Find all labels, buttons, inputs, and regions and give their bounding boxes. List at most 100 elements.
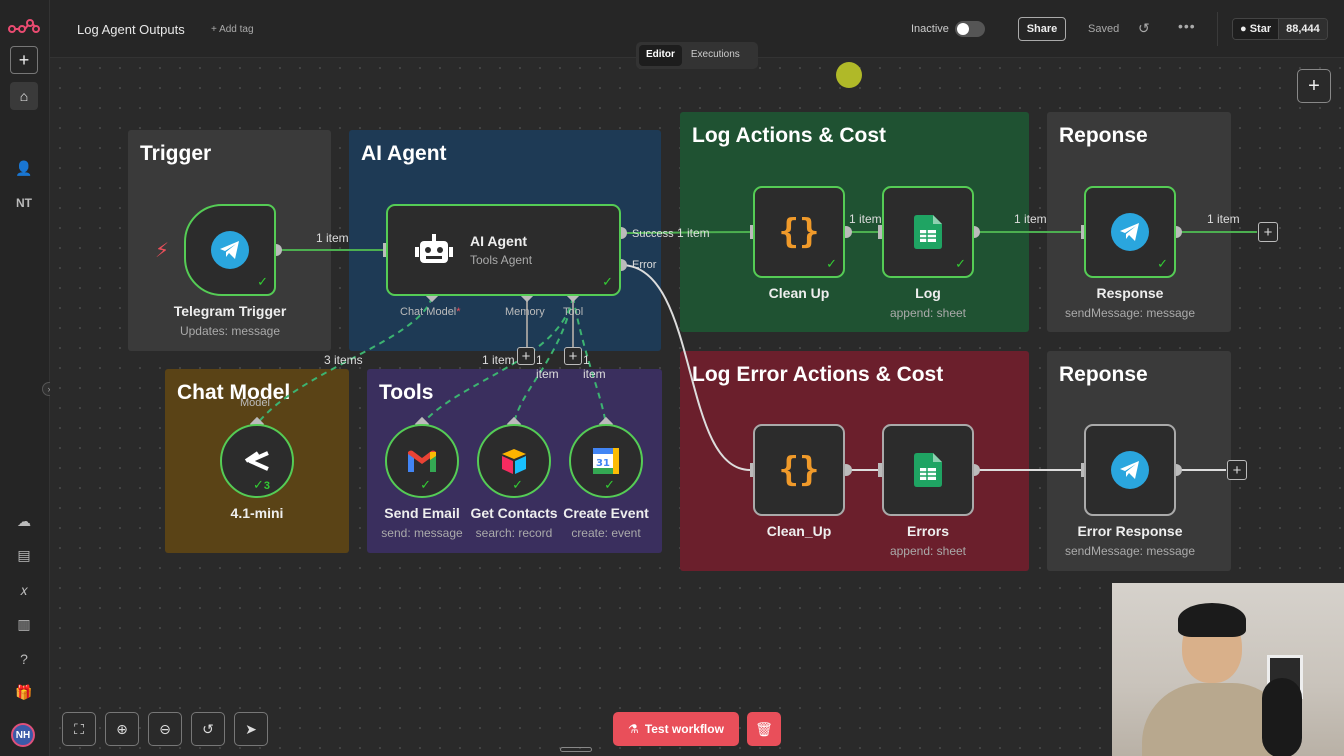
zoom-out-button[interactable]: ⊖ xyxy=(148,712,182,746)
node-log[interactable]: ✓ xyxy=(882,186,974,278)
success-check-icon: ✓ xyxy=(604,477,615,492)
node-label: Clean Up xyxy=(768,285,830,301)
share-button[interactable]: Share xyxy=(1018,17,1066,41)
node-subtitle: append: sheet xyxy=(889,306,967,320)
node-label: Log xyxy=(915,285,941,301)
connection-label: 1 item xyxy=(1207,212,1240,226)
success-check-icon: ✓ xyxy=(1157,256,1168,271)
node-telegram-trigger[interactable]: ✓ xyxy=(184,204,276,296)
connection-label: 1 item xyxy=(849,212,882,226)
node-subtitle: create: event xyxy=(571,526,641,540)
gift-icon[interactable]: 🎁 xyxy=(15,683,33,700)
openai-model-icon xyxy=(244,451,269,471)
templates-icon[interactable]: ▤ xyxy=(17,546,31,563)
zoom-in-button[interactable]: ⊕ xyxy=(105,712,139,746)
avatar[interactable]: NH xyxy=(11,723,35,747)
add-tool-button[interactable]: + xyxy=(564,347,582,365)
node-subtitle: append: sheet xyxy=(889,544,967,558)
history-icon[interactable]: ↺ xyxy=(1138,20,1150,36)
more-options-icon[interactable]: ••• xyxy=(1178,18,1196,34)
gmail-icon xyxy=(408,450,436,472)
node-label: Errors xyxy=(906,523,950,539)
microphone xyxy=(1262,678,1302,756)
port-chat-model: Chat Model* xyxy=(400,306,461,318)
group-title: Chat Model xyxy=(177,381,291,404)
node-label: Clean_Up xyxy=(766,523,832,539)
success-check-icon: ✓ xyxy=(420,477,431,492)
node-clean-up-error[interactable]: {} xyxy=(753,424,845,516)
add-node-button[interactable]: + xyxy=(1227,460,1247,480)
node-label: Create Event xyxy=(563,505,649,521)
connection-label: 1 item xyxy=(482,353,515,367)
presenter-hair xyxy=(1178,603,1246,637)
github-star-button[interactable]: ● Star 88,444 xyxy=(1232,18,1328,40)
code-icon: {} xyxy=(778,450,820,490)
variables-icon[interactable]: 𝑥 xyxy=(20,581,28,598)
cloud-icon[interactable]: ☁ xyxy=(17,512,31,529)
group-title: Tools xyxy=(379,381,434,404)
node-response[interactable]: ✓ xyxy=(1084,186,1176,278)
insights-icon[interactable]: ▥ xyxy=(17,615,31,632)
group-title: Trigger xyxy=(140,142,212,165)
node-errors[interactable] xyxy=(882,424,974,516)
workflow-title[interactable]: Log Agent Outputs xyxy=(77,22,185,37)
node-send-email[interactable]: ✓ xyxy=(385,424,459,498)
fit-view-button[interactable]: ⛶ xyxy=(62,712,96,746)
node-subtitle: send: message xyxy=(381,526,463,540)
node-ai-agent[interactable]: AI Agent Tools Agent ✓ xyxy=(386,204,621,296)
node-label: 4.1-mini xyxy=(230,505,284,521)
node-subtitle: search: record xyxy=(475,526,553,540)
node-error-response[interactable] xyxy=(1084,424,1176,516)
connection-label: 1 item xyxy=(677,226,710,240)
mouse-cursor-highlight xyxy=(836,62,862,88)
help-icon[interactable]: ? xyxy=(20,651,28,667)
port-memory: Memory xyxy=(505,306,545,318)
connection-label: 1 item xyxy=(1014,212,1047,226)
node-subtitle: sendMessage: message xyxy=(1064,306,1196,320)
success-check-icon: ✓3 xyxy=(252,477,270,492)
test-workflow-button[interactable]: ⚗Test workflow xyxy=(613,712,739,746)
reset-zoom-button[interactable]: ↺ xyxy=(191,712,225,746)
delete-button[interactable]: 🗑 xyxy=(747,712,781,746)
workflow-status: Inactive xyxy=(911,23,949,35)
add-workflow-button[interactable]: + xyxy=(10,46,38,74)
node-chat-model[interactable]: ✓3 xyxy=(220,424,294,498)
logs-panel-handle[interactable] xyxy=(560,747,592,752)
telegram-icon xyxy=(1111,213,1149,251)
tab-executions[interactable]: Executions xyxy=(690,49,740,60)
node-subtitle: Tools Agent xyxy=(470,253,533,267)
success-check-icon: ✓ xyxy=(826,256,837,271)
group-title: Log Error Actions & Cost xyxy=(692,363,944,386)
add-node-button[interactable]: + xyxy=(1258,222,1278,242)
port-error: Error xyxy=(632,259,657,271)
home-icon[interactable]: ⌂ xyxy=(10,82,38,110)
node-subtitle: sendMessage: message xyxy=(1064,544,1196,558)
user-icon[interactable]: 👤 xyxy=(15,159,33,176)
robot-icon xyxy=(415,234,453,263)
group-title: Reponse xyxy=(1059,363,1148,386)
node-clean-up[interactable]: {} ✓ xyxy=(753,186,845,278)
google-sheets-icon xyxy=(914,215,942,249)
n8n-logo-icon[interactable] xyxy=(7,12,41,40)
node-get-contacts[interactable]: ✓ xyxy=(477,424,551,498)
project-initials[interactable]: NT xyxy=(16,196,32,210)
svg-text:31: 31 xyxy=(596,458,610,469)
group-title: AI Agent xyxy=(361,142,447,165)
telegram-icon xyxy=(211,231,249,269)
node-label: Telegram Trigger xyxy=(173,303,287,319)
github-icon: ● xyxy=(1240,23,1247,35)
add-tag-button[interactable]: + Add tag xyxy=(211,24,254,35)
tab-editor[interactable]: Editor xyxy=(639,45,682,66)
node-subtitle: Updates: message xyxy=(179,324,281,338)
port-model: Model xyxy=(240,397,270,409)
active-toggle[interactable] xyxy=(955,21,985,37)
select-tool-button[interactable]: ➤ xyxy=(234,712,268,746)
add-node-panel-button[interactable]: + xyxy=(1297,69,1331,103)
editor-tabs: Editor Executions xyxy=(636,42,758,69)
code-icon: {} xyxy=(778,212,820,252)
trash-icon: 🗑 xyxy=(755,720,773,737)
add-memory-button[interactable]: + xyxy=(517,347,535,365)
node-create-event[interactable]: 31 ✓ xyxy=(569,424,643,498)
port-success: Success xyxy=(632,228,674,240)
